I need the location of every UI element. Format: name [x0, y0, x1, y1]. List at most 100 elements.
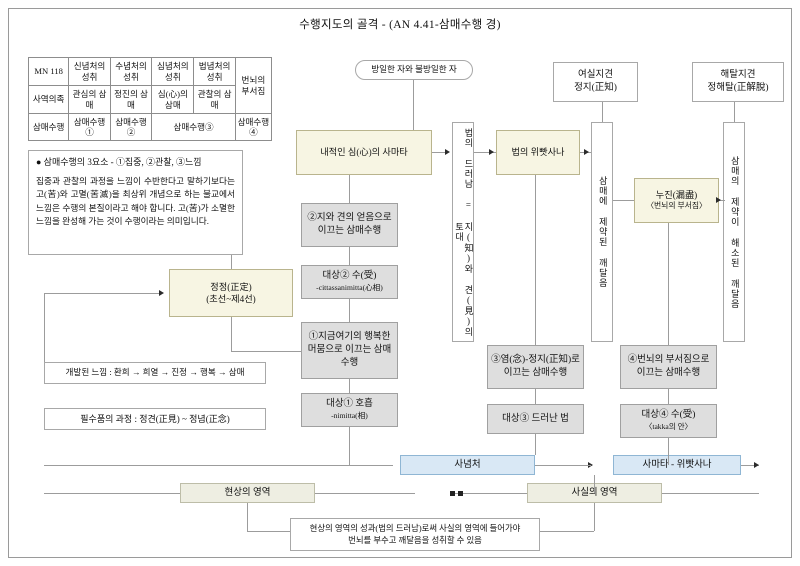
- practice-3-node: ③염(念)-정지(正知)로 이끄는 삼매수행: [487, 345, 584, 389]
- object-4-line2: 〈takka의 안〉: [644, 422, 693, 432]
- phenomena-domain-node: 현상의 영역: [180, 483, 315, 503]
- marker-square-1: [450, 491, 455, 496]
- conclusion-node: 현상의 영역의 성과(법의 드러남)로써 사실의 영역에 들어가야 번뇌를 부수…: [290, 518, 540, 551]
- right-knowledge-line1: 여실지견: [578, 70, 613, 81]
- conclusion-line1: 현상의 영역의 성과(법의 드러남)로써 사실의 영역에 들어가야: [309, 524, 521, 534]
- practice-1-node: ①지금여기의 행복한 머뭄으로 이끄는 삼매수행: [301, 322, 398, 379]
- samatha-vipassana-node: 사마타 - 위빳사나: [613, 455, 741, 475]
- object-2-node: 대상② 수(受) -cittassanimitta(心相): [301, 265, 398, 299]
- developed-feeling-node: 개발된 느낌 : 환희 → 희열 → 진정 → 행복 → 삼매: [44, 362, 266, 384]
- right-concentration-line1: 정정(正定): [210, 281, 252, 292]
- connector-fact-down: [594, 503, 595, 531]
- dhamma-vipassana-node: 법의 위빳사나: [496, 130, 580, 175]
- right-liberation-line1: 해탈지견: [720, 70, 756, 81]
- internal-samatha-node: 내적인 심(心)의 사마타: [296, 130, 432, 175]
- connector-practice3-to-object3: [535, 389, 536, 404]
- matrix-cell-samadhi-practice: 삼매수행: [27, 113, 70, 141]
- domain-rule-mid-left: [315, 493, 415, 494]
- matrix-cell-practice-4: 삼매수행 ④: [234, 113, 273, 141]
- right-knowledge-line2: 정지(正知): [574, 83, 617, 93]
- matrix-cell-four-bases: 사역의족: [27, 85, 70, 114]
- connector-object3-down: [535, 434, 536, 455]
- connector-header2-down: [734, 102, 735, 122]
- matrix-cell-observation-samadhi: 관찰의 삼매: [193, 85, 236, 114]
- right-concentration-line2: (초선~제4선): [206, 294, 256, 304]
- nujin-node: 누진(漏盡) 〈번뇌의 부서짐〉: [634, 178, 719, 223]
- arrow-bottom-right-end: [754, 462, 759, 468]
- matrix-cell-effort-samadhi: 정진의 삼매: [109, 85, 153, 114]
- matrix-cell-feeling-attainment: 수념처의 성취: [109, 57, 153, 86]
- three-factors-note: ● 삼매수행의 3요소 - ①집중, ②관찰, ③느낌 집중과 관찰의 과정을 …: [28, 150, 243, 255]
- nujin-line2: 〈번뇌의 부서짐〉: [646, 201, 707, 211]
- bottom-rule-right: [741, 465, 759, 466]
- connector-object2-to-practice1: [349, 299, 350, 322]
- right-liberation-line2: 정해탈(正解脫): [707, 83, 769, 93]
- practice-matrix-table: MN 118 신념처의 성취 수념처의 성취 심념처의 성취 법념처의 성취 번…: [27, 57, 273, 141]
- connector-header1-down: [602, 102, 603, 122]
- arrow-samatha-to-reveal: [445, 149, 450, 155]
- heedless-heedful-node: 방일한 자와 불방일한 자: [355, 60, 473, 80]
- matrix-cell-practice-2: 삼매수행 ②: [109, 113, 153, 141]
- conclusion-line2: 번뇌를 부수고 깨달음을 성취할 수 있음: [348, 535, 482, 545]
- note-body: 집중과 관찰의 과정을 느낌이 수반한다고 말하기보다는 고(苦)와 고멸(苦滅…: [36, 175, 235, 227]
- domain-rule-right: [662, 493, 759, 494]
- object-1-node: 대상① 호흡 -nimitta(相): [301, 393, 398, 427]
- arrow-nujin-to-released: [716, 197, 721, 203]
- object-3-node: 대상③ 드러난 법: [487, 404, 584, 434]
- page-title: 수행지도의 골격 - (AN 4.41-삼매수행 경): [299, 19, 501, 31]
- connector-object4-down: [668, 438, 669, 465]
- matrix-cell-interest-samadhi: 관심의 삼매: [68, 85, 111, 114]
- connector-samatha-to-reveal: [432, 152, 446, 153]
- arrow-reveal-to-vipassana: [489, 149, 494, 155]
- arrow-vipassana-to-bound: [584, 149, 589, 155]
- bottom-rule-left: [44, 465, 393, 466]
- samadhi-released-awakening-node: 삼매의 제약이 해소된 깨달음: [723, 122, 745, 342]
- domain-rule-mid-right: [455, 493, 527, 494]
- right-knowledge-header: 여실지견 정지(正知): [553, 62, 638, 102]
- connector-bound-to-nujin: [613, 200, 634, 201]
- samadhi-bound-awakening-node: 삼매에 제약된 깨달음: [591, 122, 613, 342]
- matrix-cell-body-attainment: 신념처의 성취: [68, 57, 111, 86]
- object-4-line1: 대상④ 수(受): [641, 410, 696, 421]
- practice-2-node: ②지와 견의 얻음으로 이끄는 삼매수행: [301, 203, 398, 247]
- dhamma-revealing-vertical-node: 법의 드러남 = 지(知)와 견(見)의 토대: [452, 122, 474, 342]
- object-2-line2: -cittassanimitta(心相): [316, 283, 383, 293]
- note-heading: ● 삼매수행의 3요소 - ①집중, ②관찰, ③느낌: [36, 157, 202, 167]
- nujin-line1: 누진(漏盡): [655, 190, 698, 201]
- matrix-cell-defilement-destruction: 번뇌의 부서짐: [234, 57, 273, 114]
- right-concentration-node: 정정(正定) (초선~제4선): [169, 269, 293, 317]
- object-1-line1: 대상① 호흡: [326, 399, 373, 410]
- connector-phenomena-to-conclusion: [247, 531, 290, 532]
- bottom-rule-mid: [535, 465, 591, 466]
- matrix-cell-mind-samadhi: 심(心)의 삼매: [151, 85, 195, 114]
- marker-square-2: [458, 491, 463, 496]
- table-row: 삼매수행 삼매수행 ① 삼매수행 ② 삼매수행③ 삼매수행 ④: [27, 113, 273, 141]
- matrix-cell-practice-1: 삼매수행 ①: [68, 113, 111, 141]
- connector-above-right-concentration: [231, 255, 232, 269]
- connector-feedback-v: [44, 293, 45, 362]
- matrix-cell-practice-3: 삼매수행③: [151, 113, 236, 141]
- connector-practice1-to-object1: [349, 379, 350, 393]
- table-row: 사역의족 관심의 삼매 정진의 삼매 심(心)의 삼매 관찰의 삼매: [27, 85, 272, 114]
- object-4-node: 대상④ 수(受) 〈takka의 안〉: [620, 404, 717, 438]
- practice-4-node: ④번뇌의 부서짐으로 이끄는 삼매수행: [620, 345, 717, 389]
- connector-practice4-to-object4: [668, 389, 669, 404]
- connector-heedless-down: [413, 80, 414, 130]
- matrix-cell-dhamma-attainment: 법념처의 성취: [193, 57, 236, 86]
- essential-process-node: 필수품의 과정 : 정견(正見) ~ 정념(正念): [44, 408, 266, 430]
- matrix-cell-mind-attainment: 심념처의 성취: [151, 57, 195, 86]
- connector-feedback-h: [44, 293, 159, 294]
- matrix-cell-mn118: MN 118: [27, 57, 70, 86]
- connector-samatha-to-practice2: [349, 175, 350, 203]
- right-liberation-header: 해탈지견 정해탈(正解脫): [692, 62, 784, 102]
- connector-practice2-to-object2: [349, 247, 350, 265]
- connector-nujin-to-released: [719, 200, 725, 201]
- connector-vipassana-to-practice3: [535, 175, 536, 345]
- arrow-feedback-to-concentration: [159, 290, 164, 296]
- connector-fact-to-conclusion: [540, 531, 594, 532]
- domain-rule-left: [44, 493, 180, 494]
- object-2-line1: 대상② 수(受): [322, 271, 377, 282]
- connector-reveal-to-vipassana: [474, 152, 496, 153]
- connector-nujin-to-practice4: [668, 223, 669, 345]
